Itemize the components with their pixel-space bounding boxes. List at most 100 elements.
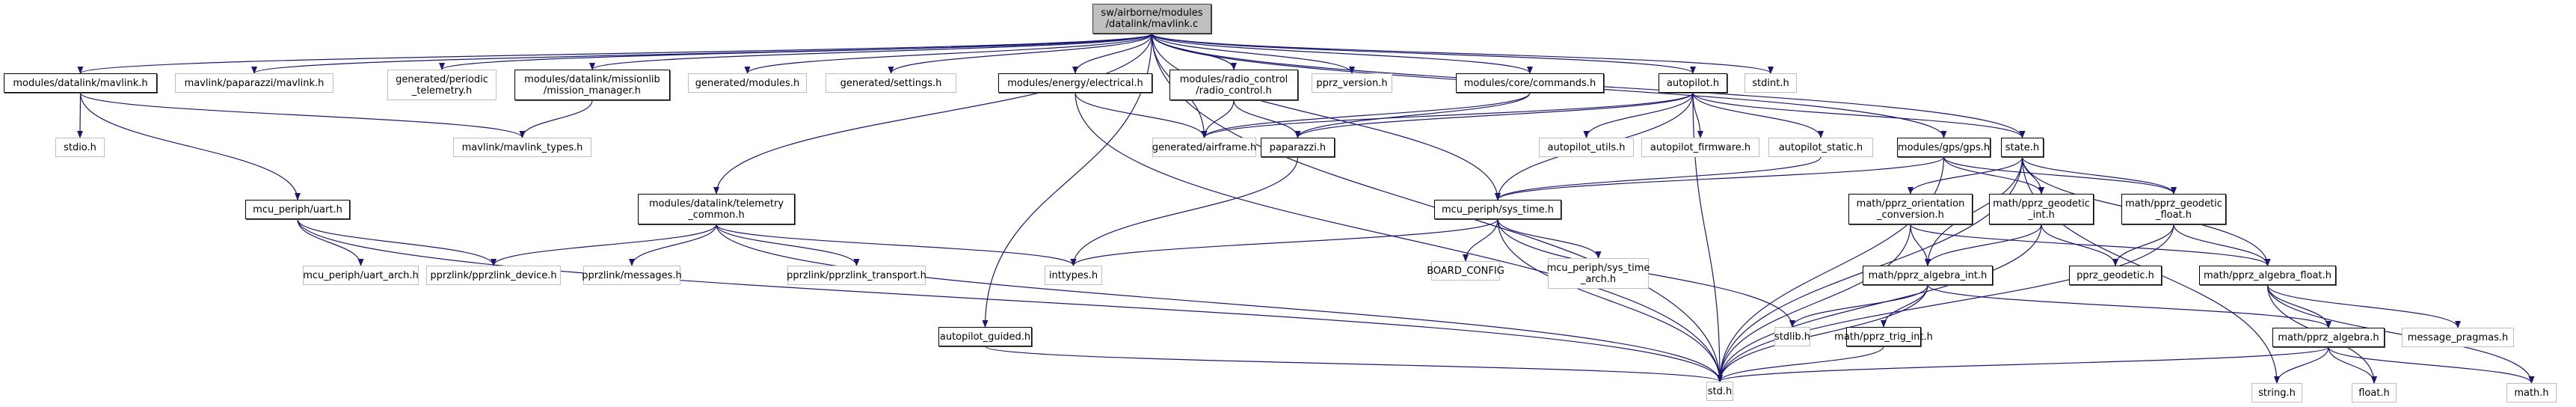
edge-root-to-electrical [1072,33,1153,74]
graph-node-uart[interactable]: mcu_periph/uart.h [245,200,350,219]
graph-node-label: generated/settings.h [840,77,942,89]
graph-node-state[interactable]: state.h [2001,138,2044,157]
graph-node-uart-arch: mcu_periph/uart_arch.h [303,266,419,285]
graph-node-label: paparazzi.h [1269,141,1327,153]
edge-algebra-int-to-trig-int [1881,284,1928,328]
graph-node-label: autopilot_firmware.h [1650,141,1751,153]
graph-node-electrical[interactable]: modules/energy/electrical.h [998,73,1152,93]
graph-node-mission-manager[interactable]: modules/datalink/missionlib /mission_man… [514,70,670,100]
graph-node-label: generated/periodic _telemetry.h [396,73,488,97]
graph-node-airframe: generated/airframe.h [1152,138,1256,157]
edge-uart-to-pprzlink-device [297,218,497,266]
graph-node-label: modules/gps/gps.h [1897,141,1991,153]
graph-node-algebra-float[interactable]: math/pprz_algebra_float.h [2199,266,2336,285]
graph-node-root[interactable]: sw/airborne/modules /datalink/mavlink.c [1092,4,1211,34]
graph-node-algebra[interactable]: math/pprz_algebra.h [2272,328,2385,347]
graph-node-gen-settings: generated/settings.h [826,73,956,93]
graph-node-stdint: stdint.h [1745,73,1797,93]
graph-node-mavlink-h[interactable]: modules/datalink/mavlink.h [4,73,157,93]
graph-node-label: math/pprz_trig_int.h [1834,331,1933,343]
graph-node-geodetic-float[interactable]: math/pprz_geodetic _float.h [2121,194,2226,224]
graph-node-label: generated/modules.h [695,77,800,89]
edge-uart-to-std [297,218,1723,382]
graph-node-stdlib: stdlib.h [1774,327,1810,346]
edge-sys-time-to-sys-time-arch [1497,218,1602,259]
graph-node-algebra-int[interactable]: math/pprz_algebra_int.h [1863,266,1993,285]
edge-root-to-telemetry-common [713,33,1153,195]
edge-orientation-conv-to-algebra-float [1910,224,2271,266]
edge-algebra-to-math [2328,346,2535,384]
graph-node-paparazzi[interactable]: paparazzi.h [1261,138,1335,157]
edge-algebra-to-std [1717,346,2329,382]
graph-node-label: stdint.h [1752,77,1789,89]
graph-node-label: modules/energy/electrical.h [1007,77,1143,89]
graph-node-telemetry-common[interactable]: modules/datalink/telemetry _common.h [638,194,795,224]
edge-radio-control-to-paparazzi [1233,100,1301,138]
edge-mavlink-h-to-mavlink-types [79,92,526,138]
edge-algebra-to-float [2328,346,2377,384]
graph-node-pprz-version: pprz_version.h [1312,73,1392,93]
graph-node-orientation-conv[interactable]: math/pprz_orientation _conversion.h [1848,194,1973,224]
graph-node-trig-int[interactable]: math/pprz_trig_int.h [1834,327,1933,346]
edge-telemetry-common-to-std [716,224,1723,382]
graph-node-autopilot[interactable]: autopilot.h [1659,73,1727,93]
edge-root-to-pprz-version [1151,33,1355,74]
graph-node-geodetic-int[interactable]: math/pprz_geodetic _int.h [1989,194,2094,224]
edge-algebra-float-to-message-pragmas [2266,284,2461,328]
graph-node-label: stdlib.h [1774,331,1810,343]
graph-node-math: math.h [2506,383,2557,403]
graph-node-label: modules/datalink/missionlib /mission_man… [524,73,660,97]
edge-root-to-mission-manager [589,33,1153,70]
edge-telemetry-common-to-pprzlink-messages [629,224,717,266]
graph-node-label: math.h [2514,387,2549,399]
graph-node-label: math/pprz_geodetic _float.h [2125,198,2222,221]
edge-geodetic-int-to-algebra-int [1925,224,2042,266]
edge-telemetry-common-to-pprzlink-device [491,224,717,266]
graph-node-label: math/pprz_algebra_int.h [1868,269,1988,281]
edge-electrical-to-airframe [1075,92,1208,138]
graph-node-autopilot-utils: autopilot_utils.h [1539,138,1634,157]
graph-node-label: mcu_periph/uart_arch.h [303,269,419,281]
edge-root-to-periodic-telemetry [439,33,1153,70]
graph-node-pprzlink-device: pprzlink/pprzlink_device.h [426,266,561,285]
graph-node-label: mavlink/mavlink_types.h [461,141,583,153]
graph-node-commands[interactable]: modules/core/commands.h [1456,73,1604,93]
edge-telemetry-common-to-inttypes [716,224,1077,266]
graph-node-sys-time-arch: mcu_periph/sys_time _arch.h [1547,258,1650,289]
edge-geodetic-int-to-pprz-geodetic [2041,224,2118,266]
edge-orientation-conv-to-std [1717,224,1911,382]
graph-node-label: modules/radio_control /radio_control.h [1179,73,1288,97]
graph-node-label: generated/airframe.h [1152,141,1257,153]
graph-node-gen-modules: generated/modules.h [688,73,807,93]
edge-algebra-float-to-math [2266,284,2535,384]
edge-sys-time-to-board-config [1463,218,1498,262]
edge-state-to-algebra-int [1925,156,2023,266]
graph-node-label: pprz_version.h [1316,77,1388,89]
graph-node-label: inttypes.h [1048,269,1098,281]
edge-root-to-commands [1151,33,1533,74]
graph-node-autopilot-guided[interactable]: autopilot_guided.h [938,327,1032,346]
edge-geodetic-float-to-std [1717,224,2174,382]
graph-node-label: message_pragmas.h [2407,331,2509,343]
edge-root-to-gen-settings [888,33,1153,74]
graph-node-pprz-geodetic[interactable]: pprz_geodetic.h [2069,266,2162,285]
edge-mavlink-h-to-stdio [77,92,84,138]
graph-node-float: float.h [2352,383,2397,403]
graph-node-label: BOARD_CONFIG [1427,265,1504,277]
graph-node-label: math/pprz_algebra_float.h [2204,269,2331,281]
graph-node-label: std.h [1707,385,1733,397]
graph-node-label: math/pprz_geodetic _int.h [1993,198,2090,221]
graph-node-sys-time[interactable]: mcu_periph/sys_time.h [1434,200,1561,219]
graph-node-label: modules/core/commands.h [1463,77,1596,89]
graph-node-board-config: BOARD_CONFIG [1427,261,1504,281]
graph-node-radio-control[interactable]: modules/radio_control /radio_control.h [1169,70,1298,100]
edge-mavlink-h-to-uart [79,92,301,201]
graph-node-paparazzi-mavlink: mavlink/paparazzi/mavlink.h [175,73,333,93]
graph-node-autopilot-static: autopilot_static.h [1768,138,1873,157]
edge-root-to-stdint [1151,33,1774,74]
graph-node-label: pprz_geodetic.h [2077,269,2154,281]
graph-node-label: mavlink/paparazzi/mavlink.h [184,77,325,89]
graph-node-label: pprzlink/pprzlink_device.h [430,269,557,281]
edge-telemetry-common-to-pprzlink-transport [716,224,860,266]
graph-node-gps[interactable]: modules/gps/gps.h [1897,138,1991,157]
